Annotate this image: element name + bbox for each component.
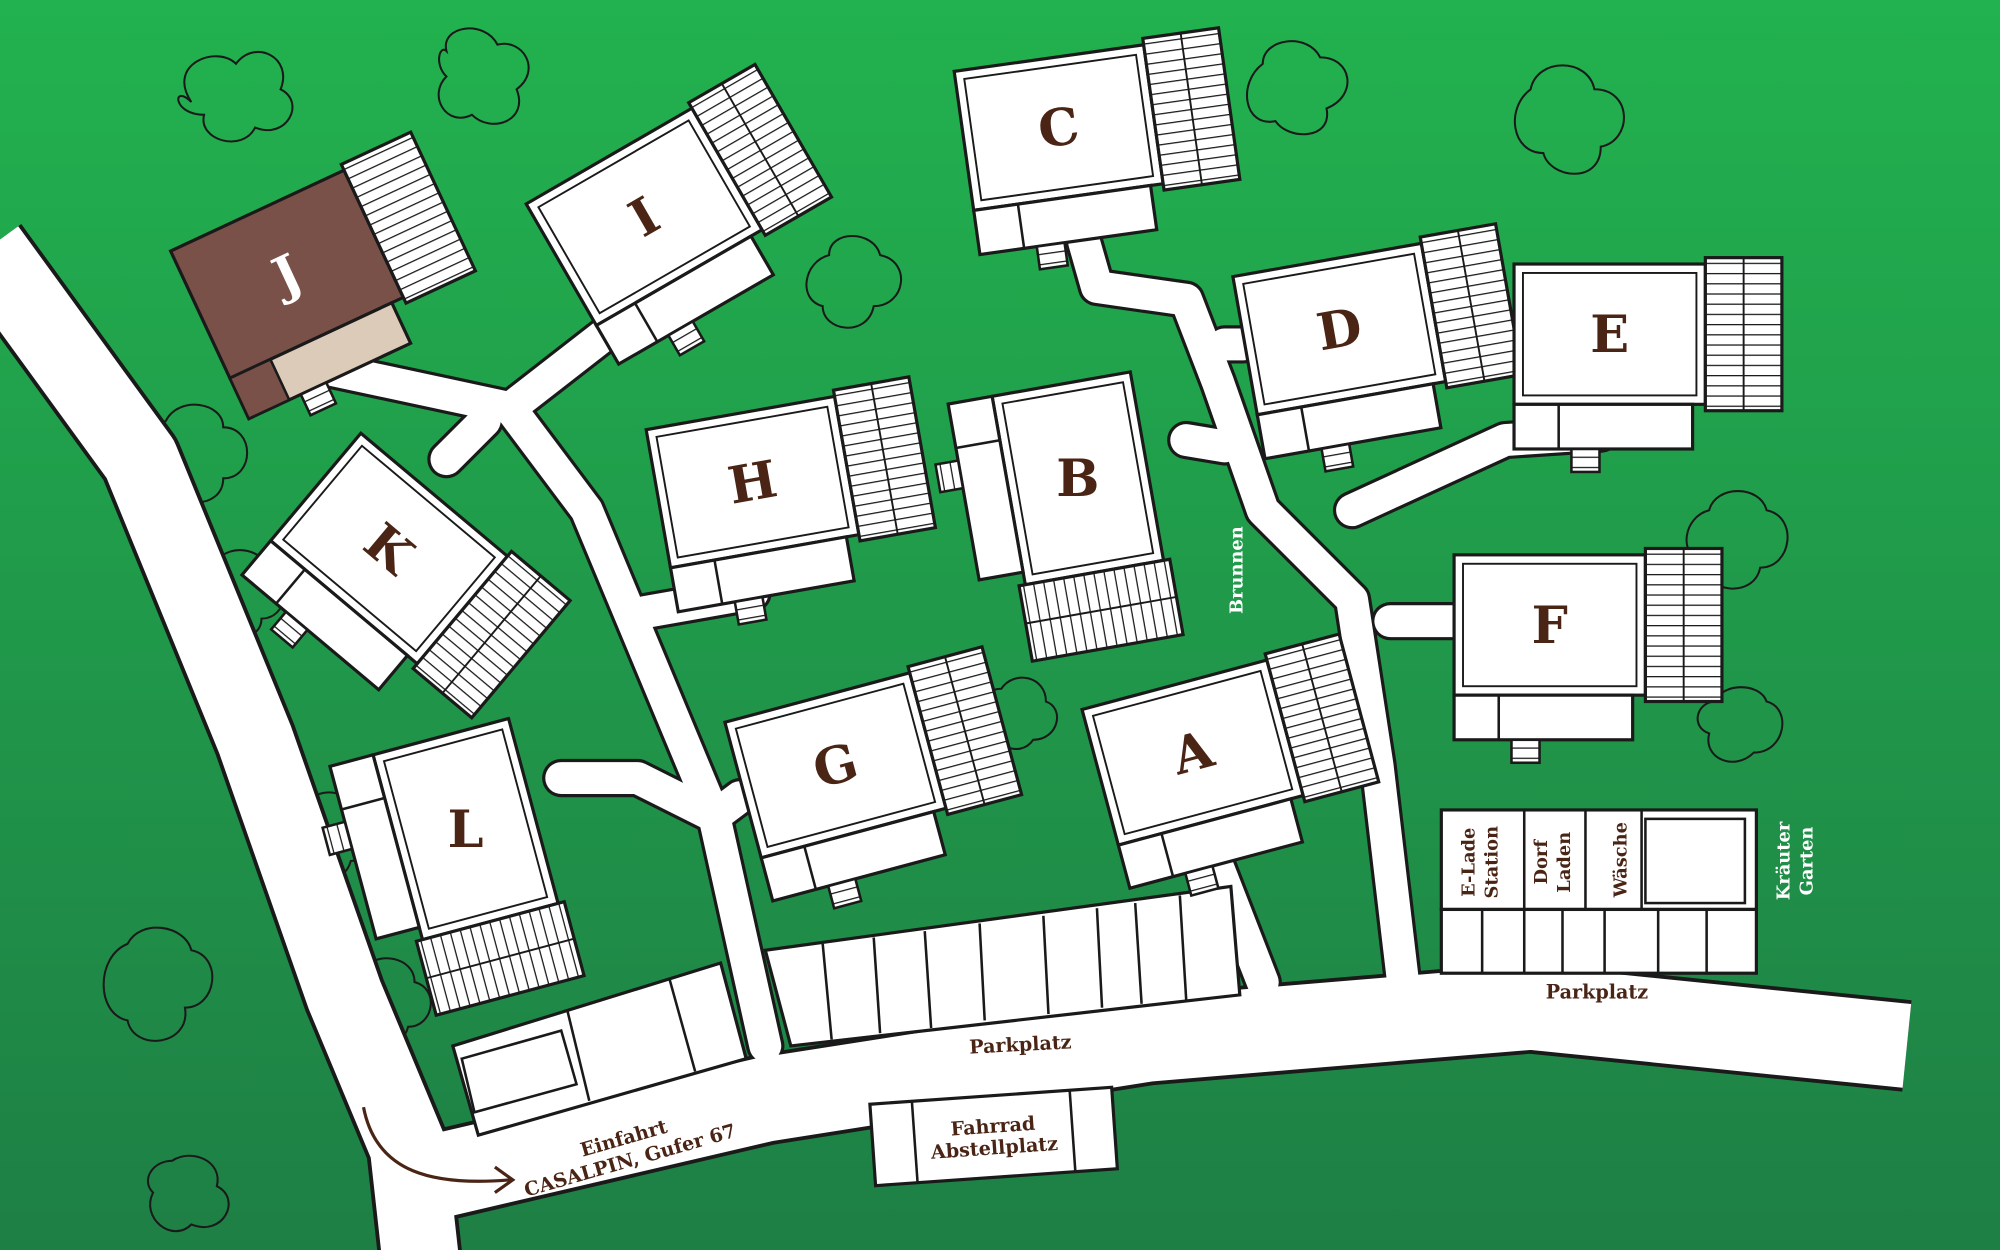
building-g[interactable]: G [721,645,1040,925]
garten-label: Garten [1797,827,1818,896]
waesche[interactable]: Wäsche [1610,822,1631,898]
building-j[interactable]: J [168,129,501,439]
parking-spaces-left [450,960,749,1138]
building-label: F [1532,596,1568,656]
e-lade-label: E-Lade [1458,828,1479,897]
building-b[interactable]: B [923,369,1185,674]
fahrrad-abstellplatz[interactable]: Fahrrad Abstellplatz [868,1085,1120,1188]
service-buildings: E-Lade Station Dorf Laden Wäsche [1439,808,1758,975]
building-k[interactable]: K [225,426,572,767]
roads [0,223,1912,1250]
building-label: D [1312,297,1366,364]
building-label: C [1035,96,1084,161]
laden-label: Laden [1554,832,1575,893]
building-l[interactable]: L [306,715,586,1033]
dorf-laden[interactable]: Dorf Laden [1531,832,1575,893]
e-lade-station[interactable]: E-Lade Station [1458,826,1502,899]
building-label: B [1056,449,1099,509]
kraeuter-label: Kräuter [1774,821,1795,900]
building-label: L [448,800,484,860]
building-label: E [1590,305,1629,365]
building-i[interactable]: I [521,62,864,386]
station-label: Station [1481,826,1502,899]
entrance-arrow-icon [361,1106,516,1194]
brunnen-label: Brunnen [1226,526,1247,614]
building-label: H [724,449,782,516]
building-c[interactable]: C [951,26,1250,279]
building-a[interactable]: A [1078,632,1397,912]
building-f[interactable]: F [1452,546,1724,765]
parking-spaces-center [763,884,1242,1048]
parkplatz-label: Parkplatz [969,1030,1073,1058]
kraeuter-garten[interactable]: Kräuter Garten [1774,821,1818,900]
parkplatz-label: Parkplatz [1546,981,1648,1004]
dorf-label: Dorf [1531,839,1552,885]
building-e[interactable]: E [1512,256,1784,474]
waesche-label: Wäsche [1610,822,1631,898]
building-h[interactable]: H [643,375,948,637]
building-d[interactable]: D [1230,222,1535,483]
